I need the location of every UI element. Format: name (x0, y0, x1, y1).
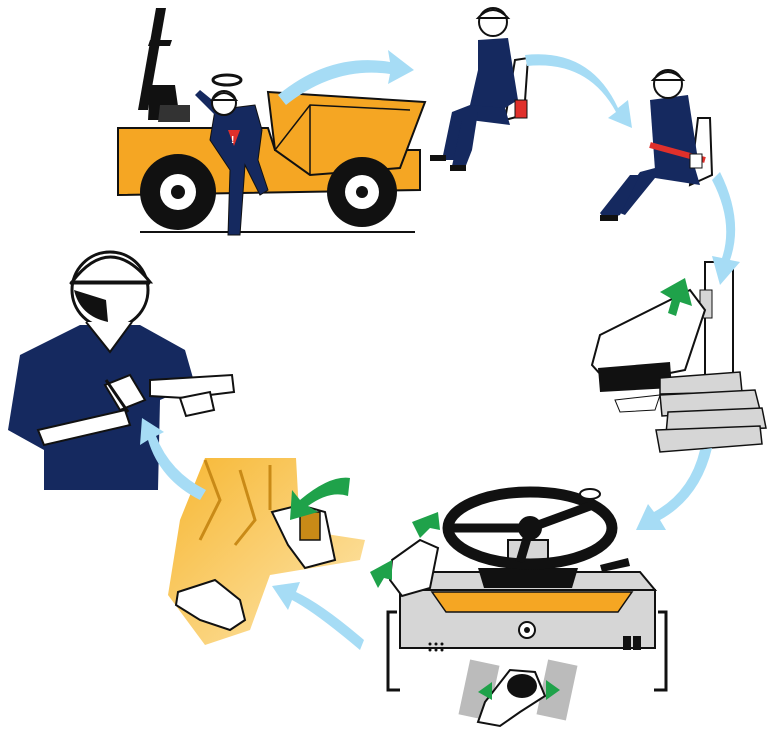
step-record-checklist (8, 252, 234, 490)
step-adjust-seat-lever (592, 262, 766, 452)
arrow-3-to-4 (712, 172, 740, 285)
arrow-5-to-6 (272, 582, 364, 650)
svg-text:!: ! (231, 135, 234, 146)
step-fasten-seatbelt (600, 70, 712, 221)
step-steering-and-controls (370, 489, 666, 726)
arrow-2-to-3 (525, 54, 632, 128)
arrow-4-to-5 (636, 448, 712, 530)
step-mount-dumper: ! (118, 8, 425, 235)
step-sit-in-seat (430, 8, 528, 171)
